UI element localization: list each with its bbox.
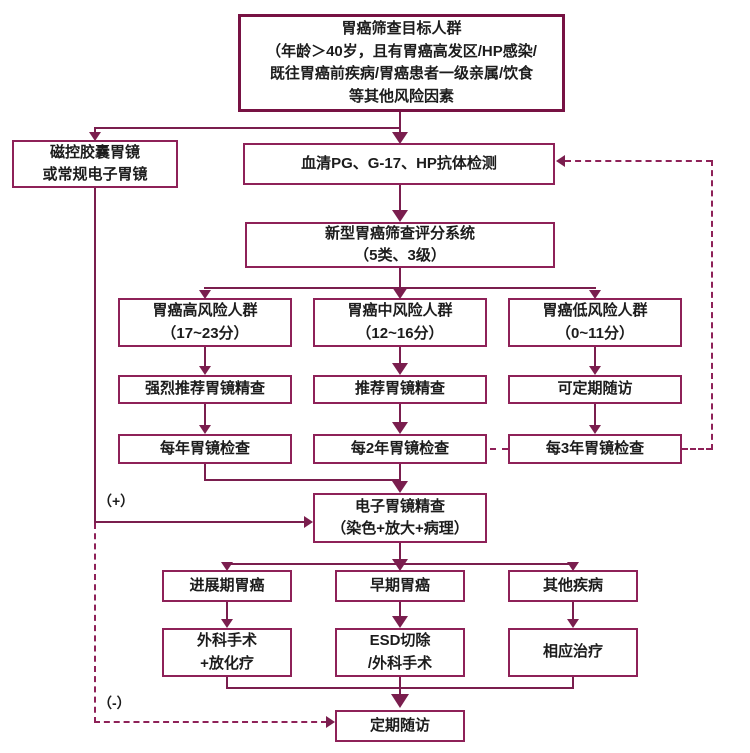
- arrow-down-icon: [391, 694, 409, 708]
- flow-line: [572, 602, 574, 620]
- flow-line: [204, 464, 206, 480]
- node-advanced-gastric-cancer: 进展期胃癌: [162, 570, 292, 602]
- node-other-diseases: 其他疾病: [508, 570, 638, 602]
- label-negative-result: （-）: [98, 695, 131, 711]
- node-serum-pg-g17-hp-test: 血清PG、G-17、HP抗体检测: [243, 143, 555, 185]
- flow-line: [226, 677, 228, 689]
- flow-line: [399, 347, 401, 364]
- flow-line: [399, 464, 401, 486]
- node-recommend-endoscopy: 推荐胃镜精查: [313, 375, 487, 404]
- arrow-down-icon: [392, 616, 408, 628]
- arrow-down-icon: [392, 363, 408, 375]
- arrow-down-icon: [199, 425, 211, 434]
- flow-line: [399, 268, 401, 288]
- flow-line: [594, 347, 596, 367]
- label-positive-result: （+）: [98, 493, 135, 509]
- arrow-down-icon: [221, 619, 233, 628]
- node-surgery-chemoradiotherapy: 外科手术 +放化疗: [162, 628, 292, 677]
- flow-line: [94, 188, 96, 523]
- flow-line: [94, 127, 96, 133]
- flow-line: [94, 521, 306, 523]
- node-corresponding-treatment: 相应治疗: [508, 628, 638, 677]
- node-precise-electronic-endoscopy: 电子胃镜精查 （染色+放大+病理）: [313, 493, 487, 543]
- flow-line-dashed: [490, 448, 508, 450]
- arrow-down-icon: [199, 366, 211, 375]
- arrow-right-icon: [304, 516, 313, 528]
- flow-line: [204, 479, 401, 481]
- arrow-down-icon: [589, 366, 601, 375]
- flow-line-dashed: [565, 160, 712, 162]
- node-periodic-followup: 定期随访: [335, 710, 465, 742]
- arrow-down-icon: [589, 290, 601, 299]
- node-low-risk-group: 胃癌低风险人群 （0~11分）: [508, 298, 682, 347]
- arrow-down-icon: [589, 425, 601, 434]
- arrow-down-icon: [567, 619, 579, 628]
- flow-line: [399, 127, 401, 133]
- node-early-gastric-cancer: 早期胃癌: [335, 570, 465, 602]
- arrow-down-icon: [199, 290, 211, 299]
- node-new-scoring-system: 新型胃癌筛查评分系统 （5类、3级）: [245, 222, 555, 268]
- node-every-2-years-endoscopy: 每2年胃镜检查: [313, 434, 487, 464]
- arrow-down-icon: [392, 559, 408, 571]
- arrow-down-icon: [392, 481, 408, 493]
- arrow-right-icon: [326, 716, 335, 728]
- node-esd-resection-or-surgery: ESD切除 /外科手术: [335, 628, 465, 677]
- arrow-down-icon: [392, 287, 408, 299]
- arrow-down-icon: [392, 210, 408, 222]
- node-strongly-recommend-endoscopy: 强烈推荐胃镜精查: [118, 375, 292, 404]
- flow-line: [204, 404, 206, 427]
- node-medium-risk-group: 胃癌中风险人群 （12~16分）: [313, 298, 487, 347]
- node-high-risk-group: 胃癌高风险人群 （17~23分）: [118, 298, 292, 347]
- node-capsule-or-electronic-gastroscopy: 磁控胶囊胃镜 或常规电子胃镜: [12, 140, 178, 188]
- arrow-down-icon: [89, 132, 101, 141]
- arrow-left-icon: [556, 155, 565, 167]
- flow-line: [572, 677, 574, 689]
- flow-line: [399, 602, 401, 617]
- flow-line: [399, 543, 401, 564]
- flow-line: [399, 677, 401, 696]
- flow-line: [226, 602, 228, 620]
- flow-line-dashed: [682, 448, 712, 450]
- flow-line-dashed: [94, 721, 327, 723]
- node-yearly-endoscopy: 每年胃镜检查: [118, 434, 292, 464]
- arrow-down-icon: [392, 132, 408, 144]
- flow-line: [399, 404, 401, 424]
- flow-line-dashed: [711, 160, 713, 450]
- flow-line: [204, 347, 206, 367]
- flow-line: [594, 404, 596, 427]
- flow-line-dashed: [94, 523, 96, 723]
- arrow-down-icon: [221, 562, 233, 571]
- flow-line: [399, 185, 401, 213]
- flow-line: [94, 127, 401, 129]
- node-every-3-years-endoscopy: 每3年胃镜检查: [508, 434, 682, 464]
- node-periodic-followup-possible: 可定期随访: [508, 375, 682, 404]
- flow-line: [399, 112, 401, 128]
- arrow-down-icon: [392, 422, 408, 434]
- arrow-down-icon: [567, 562, 579, 571]
- node-screening-target-population: 胃癌筛查目标人群 （年龄＞40岁，且有胃癌高发区/HP感染/ 既往胃癌前疾病/胃…: [238, 14, 565, 112]
